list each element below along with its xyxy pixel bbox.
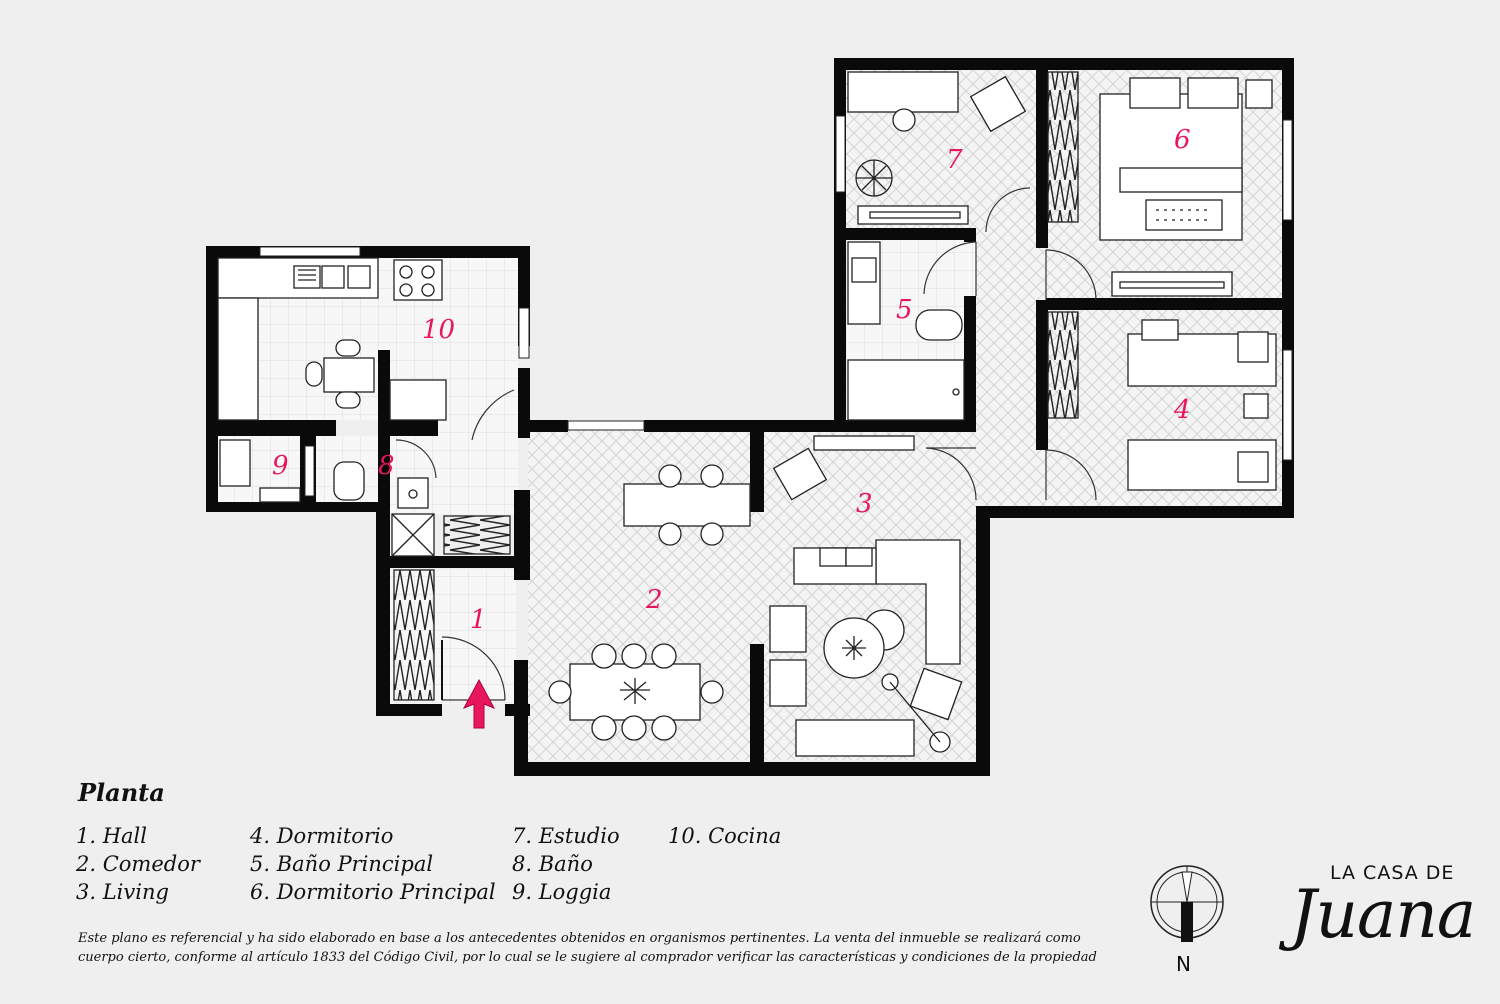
disclaimer-line: cuerpo cierto, conforme al artículo 1833…	[78, 950, 1097, 965]
room-label-4: 4	[1173, 395, 1191, 425]
compass-icon	[1150, 865, 1224, 942]
legend-column-2: 4. Dormitorio 5. Baño Principal 6. Dormi…	[250, 822, 496, 906]
room-label-1: 1	[470, 605, 487, 635]
legend-column-3: 7. Estudio 8. Baño 9. Loggia	[512, 822, 620, 906]
disclaimer-line: Este plano es referencial y ha sido elab…	[78, 931, 1081, 946]
legend-title: Planta	[78, 778, 165, 807]
doors	[395, 187, 1097, 701]
room-numbers: 1 2 3 4 5 6 7 8 9 10	[272, 125, 1191, 635]
legend-item: 2. Comedor	[76, 852, 200, 876]
room-label-5: 5	[896, 295, 913, 325]
room-label-9: 9	[272, 451, 289, 481]
legend-item: 8. Baño	[512, 852, 593, 876]
brand-name-top: LA CASA DE	[1330, 862, 1455, 884]
legend-item: 1. Hall	[76, 824, 147, 848]
room-label-6: 6	[1174, 125, 1191, 155]
disclaimer-text: Este plano es referencial y ha sido elab…	[78, 929, 1138, 967]
legend-item: 6. Dormitorio Principal	[250, 880, 496, 904]
floor-plan: 1 2 3 4 5 6 7 8 9 10	[206, 58, 1294, 776]
legend-item: 10. Cocina	[668, 824, 782, 848]
legend-item: 5. Baño Principal	[250, 852, 434, 876]
legend-item: 7. Estudio	[512, 824, 620, 848]
legend-item: 9. Loggia	[512, 880, 612, 904]
brand-logo: LA CASA DE Juana	[1290, 862, 1480, 992]
brand-name-script: Juana	[1290, 876, 1476, 953]
room-label-7: 7	[946, 145, 963, 175]
room-label-10: 10	[422, 315, 455, 345]
windows	[259, 115, 1293, 497]
legend-item: 3. Living	[76, 880, 169, 904]
legend-item: 4. Dormitorio	[250, 824, 394, 848]
room-label-2: 2	[645, 585, 663, 615]
legend-column-4: 10. Cocina	[668, 822, 781, 850]
furniture	[217, 71, 1277, 757]
compass-north-label: N	[1176, 952, 1191, 976]
legend-column-1: 1. Hall 2. Comedor 3. Living	[76, 822, 200, 906]
room-label-8: 8	[378, 451, 395, 481]
entry-arrow-icon	[462, 678, 496, 729]
room-label-3: 3	[856, 489, 873, 519]
